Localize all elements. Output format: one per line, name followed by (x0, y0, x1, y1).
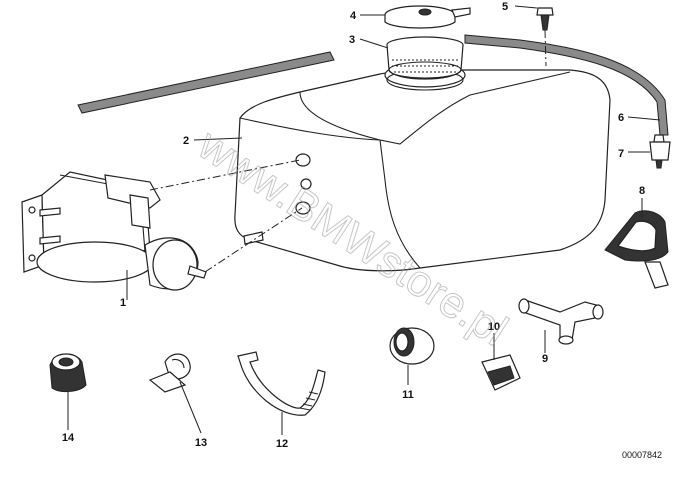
filter-sieve (386, 36, 464, 80)
part-label-4: 4 (350, 10, 357, 22)
part-label-5: 5 (502, 1, 508, 13)
rubber-cap (49, 353, 87, 393)
part-label-13: 13 (195, 437, 207, 449)
part-label-7: 7 (618, 148, 624, 160)
hose-clip (481, 354, 521, 391)
mounting-strap (237, 351, 326, 416)
part-label-8: 8 (639, 185, 645, 197)
washer-hose (77, 34, 669, 136)
reference-code: 00007842 (622, 450, 662, 460)
washer-pump (21, 159, 303, 291)
grommet (389, 327, 435, 365)
spray-nozzle (604, 210, 669, 289)
part-label-9: 9 (542, 353, 548, 365)
leader-lines (67, 5, 661, 435)
t-piece-connector (518, 298, 604, 345)
part-label-14: 14 (62, 432, 75, 444)
check-valve (649, 134, 671, 169)
part-labels: 1 2 3 4 5 6 7 8 9 10 11 12 13 14 (62, 1, 645, 450)
part-label-3: 3 (349, 34, 355, 46)
part-label-6: 6 (618, 112, 624, 124)
part-label-2: 2 (183, 135, 189, 147)
part-label-11: 11 (402, 389, 414, 401)
part-label-10: 10 (488, 321, 500, 333)
cable-clip (148, 353, 191, 393)
washer-reservoir (234, 62, 611, 272)
screw (536, 7, 554, 67)
part-label-12: 12 (276, 438, 288, 450)
reservoir-cap (384, 5, 471, 29)
part-label-1: 1 (120, 297, 126, 309)
